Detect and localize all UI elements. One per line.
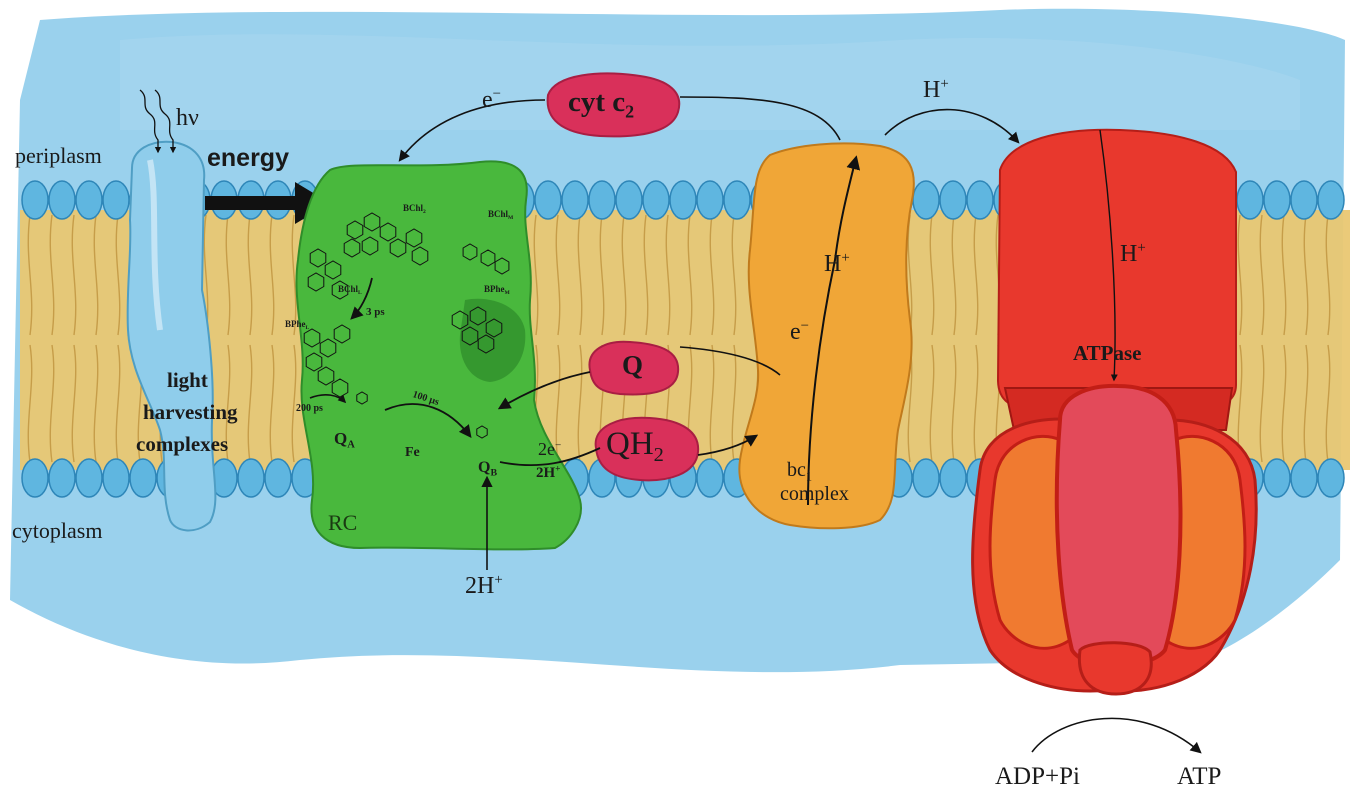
lipid-head (1318, 459, 1344, 497)
atpase-f0 (998, 130, 1236, 410)
lipid-head (49, 181, 75, 219)
lipid-head (697, 181, 723, 219)
lipid-head (1291, 459, 1317, 497)
lh-label-line2: harvesting (143, 402, 238, 423)
qb-label: QB (478, 460, 497, 476)
qh2-label: QH2 (606, 428, 664, 461)
qa-label: QA (334, 430, 355, 447)
lipid-head (562, 181, 588, 219)
bphe-m-label: BPheM (484, 285, 510, 294)
lipid-head (1291, 181, 1317, 219)
time-200ps: 200 ps (296, 404, 323, 414)
electron-top-label: e− (482, 88, 501, 112)
bchl-2-label: BChl2 (403, 204, 426, 213)
rc-label: RC (328, 512, 357, 534)
energy-label: energy (207, 146, 289, 171)
lh-label-line3: complexes (136, 434, 228, 455)
lipid-head (940, 181, 966, 219)
cyt-c2-label: cyt c2 (568, 88, 634, 117)
adp-to-atp-arrow (1032, 718, 1200, 752)
lipid-head (49, 459, 75, 497)
bc1-label-line1: bc1 (787, 460, 812, 480)
lipid-head (265, 459, 291, 497)
lipid-head (76, 181, 102, 219)
bc1-complex (739, 143, 913, 528)
adp-pi-label: ADP+Pi (995, 764, 1080, 789)
cytoplasm-label: cytoplasm (12, 520, 102, 542)
lipid-head (103, 181, 129, 219)
lipid-head (913, 181, 939, 219)
bchl-l-label: BChlL (338, 285, 362, 294)
lipid-head (967, 181, 993, 219)
lipid-head (1264, 181, 1290, 219)
atpase-label: ATPase (1073, 343, 1141, 364)
atp-label: ATP (1177, 764, 1221, 789)
two-electrons-label: 2e− (538, 440, 561, 458)
lipid-head (616, 181, 642, 219)
periplasm-label: periplasm (15, 145, 102, 167)
lipid-head (1237, 181, 1263, 219)
lh-label-line1: light (167, 370, 208, 391)
photon-label: hν (176, 106, 199, 130)
lipid-head (1318, 181, 1344, 219)
lipid-head (589, 181, 615, 219)
bphe-l-label: BPheL (285, 320, 309, 329)
bc1-label-line2: complex (780, 484, 849, 504)
lipid-head (724, 181, 750, 219)
lipid-head (940, 459, 966, 497)
electron-bc1-label: e− (790, 320, 809, 344)
lipid-head (103, 459, 129, 497)
lipid-head (22, 459, 48, 497)
proton-top-label: H+ (923, 78, 949, 102)
proton-uptake-label: 2H+ (465, 574, 503, 598)
lipid-head (238, 459, 264, 497)
lipid-head (1264, 459, 1290, 497)
proton-atpase-label: H+ (1120, 242, 1146, 266)
lipid-head (913, 459, 939, 497)
lipid-head (535, 181, 561, 219)
fe-label: Fe (405, 446, 420, 460)
water-light-patch (120, 34, 1300, 130)
bchl-m-label: BChlM (488, 210, 513, 219)
lipid-head (643, 181, 669, 219)
time-3ps: 3 ps (366, 307, 385, 318)
lipid-head (670, 181, 696, 219)
proton-bc1-label: H+ (824, 252, 850, 276)
lipid-head (697, 459, 723, 497)
q-label: Q (622, 352, 643, 379)
lipid-head (22, 181, 48, 219)
lipid-head (130, 459, 156, 497)
lipid-head (76, 459, 102, 497)
two-protons-label: 2H+ (536, 466, 560, 481)
atpase-f1-center-subunit (1057, 386, 1181, 666)
atpase-f1-bottom (1079, 643, 1151, 694)
